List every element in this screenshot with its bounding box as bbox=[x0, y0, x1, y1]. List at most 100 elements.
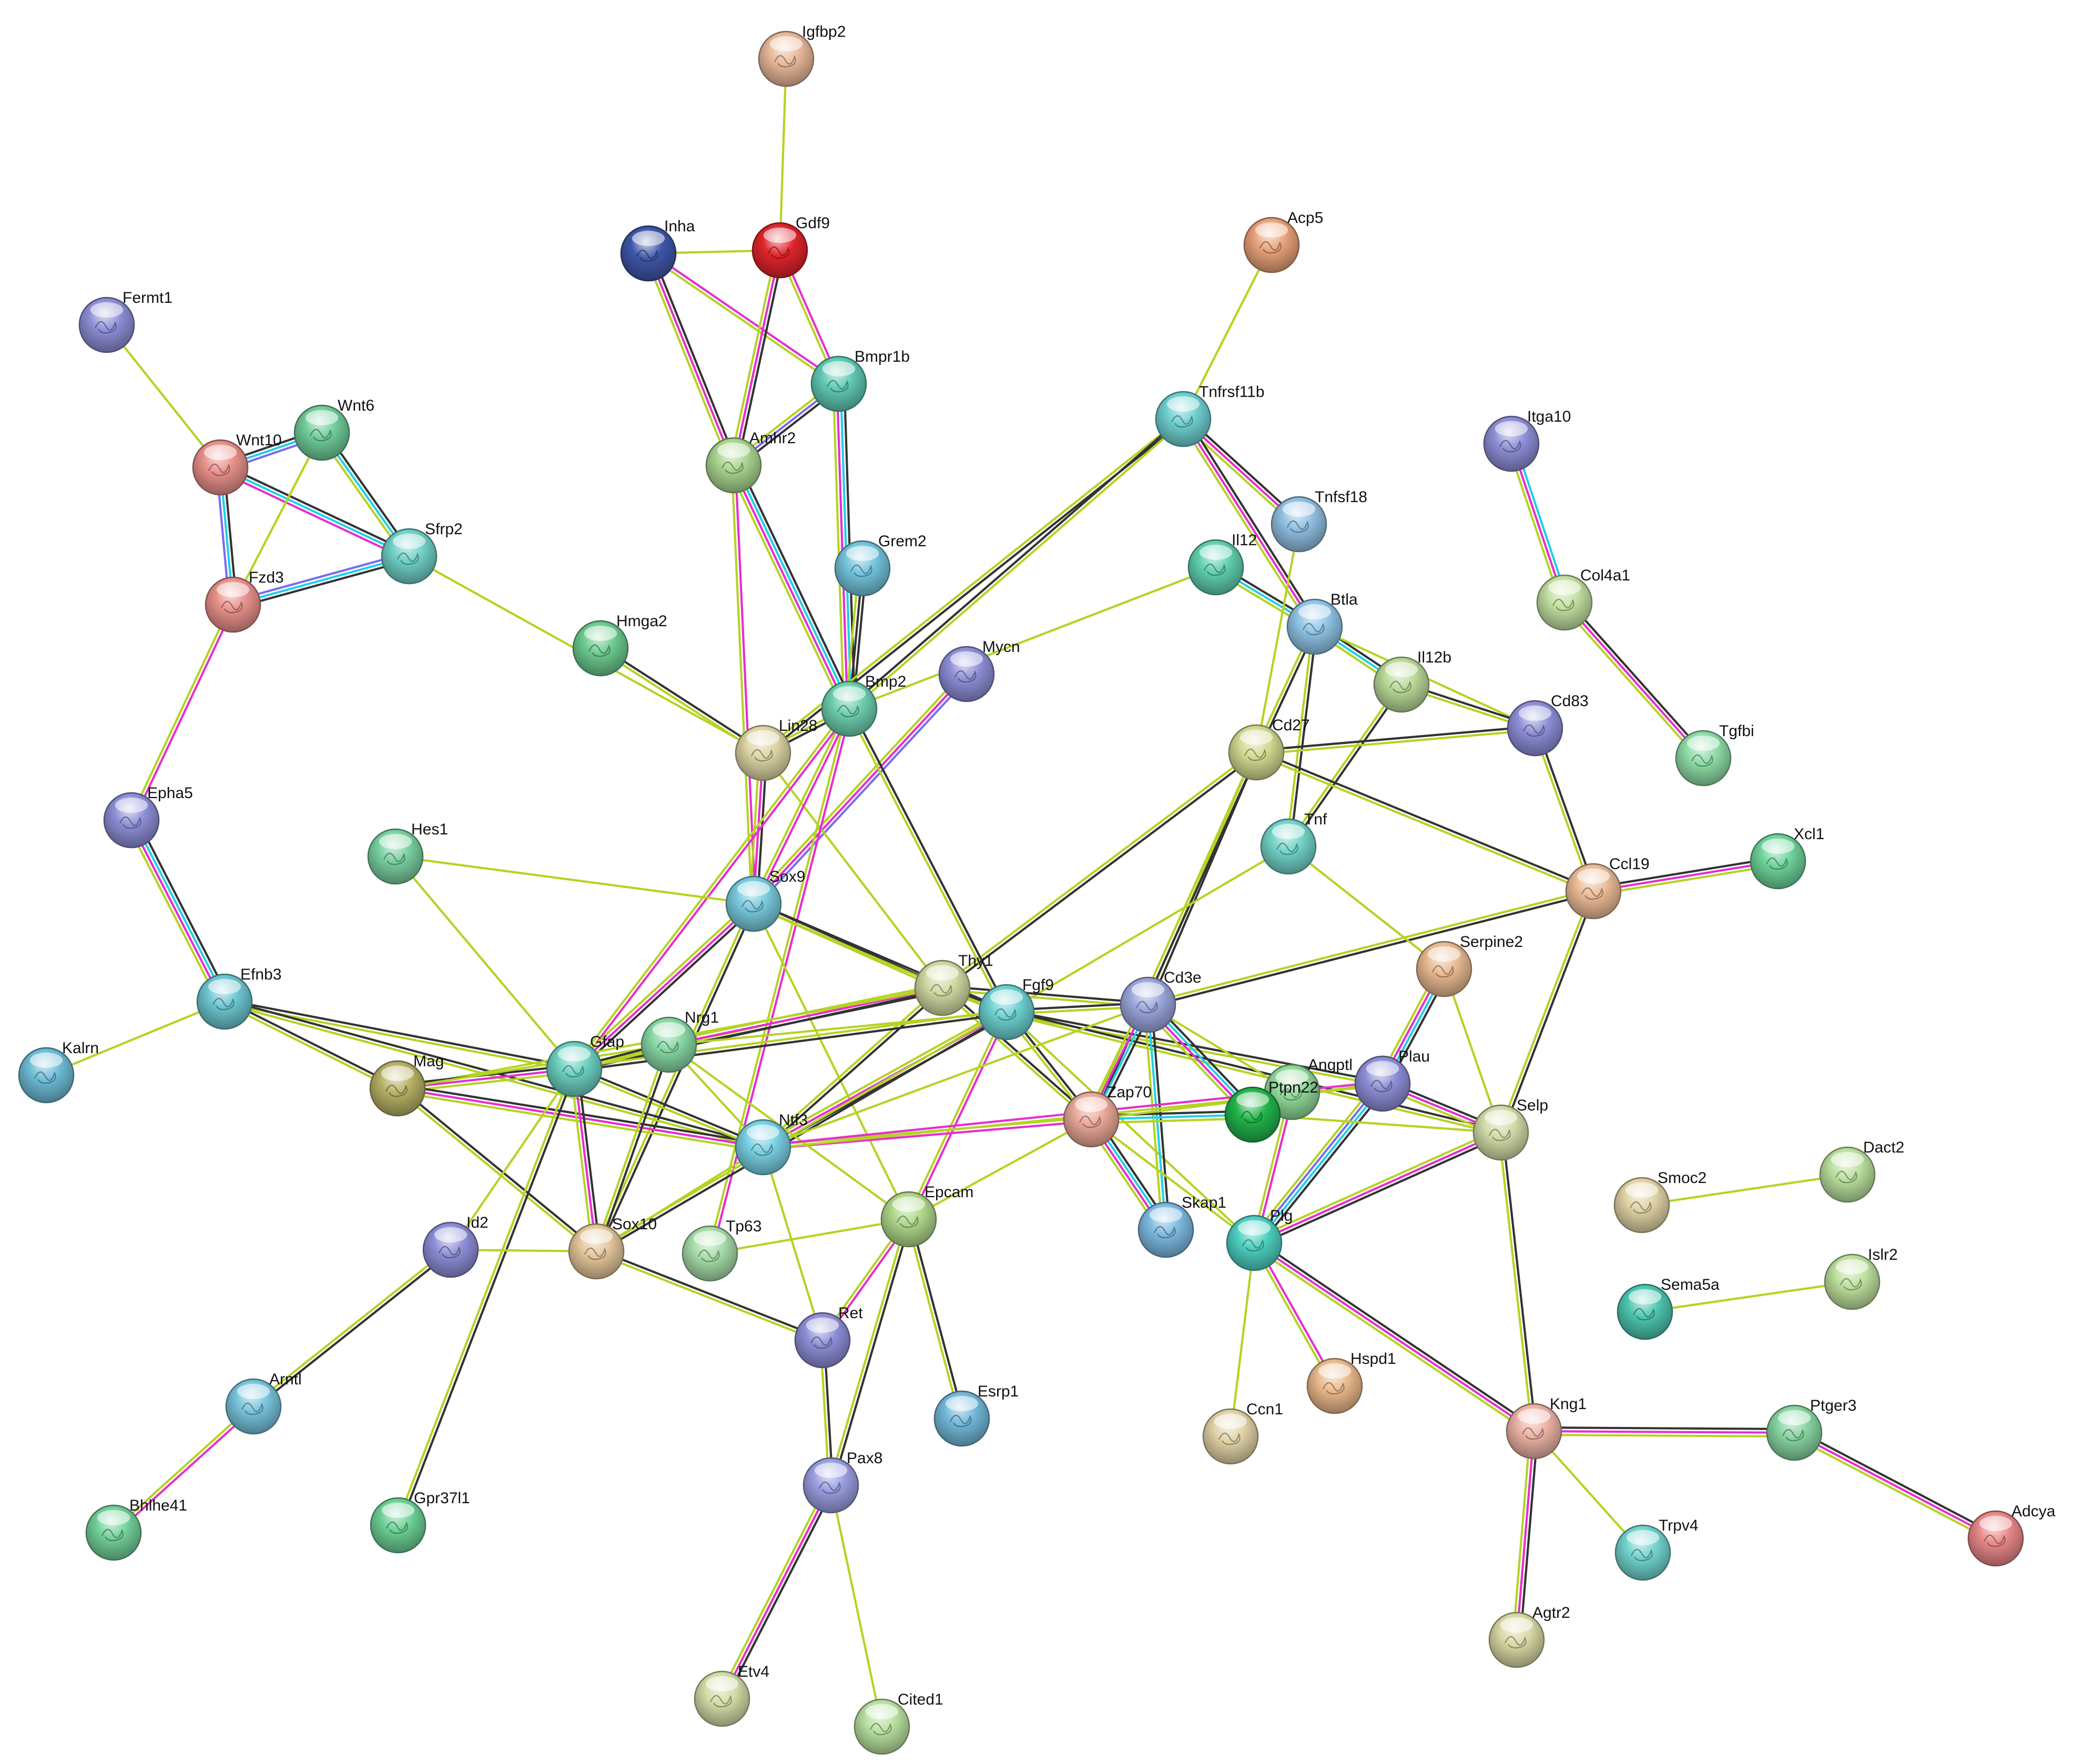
node-sfrp2[interactable] bbox=[381, 528, 438, 585]
node-tnfsf18[interactable] bbox=[1271, 496, 1327, 553]
node-inha[interactable] bbox=[620, 225, 677, 282]
node-plg[interactable] bbox=[1226, 1215, 1283, 1271]
structure-glyph bbox=[1302, 623, 1325, 636]
edge-strand bbox=[1501, 1132, 1537, 1431]
edge-strand bbox=[125, 822, 221, 1005]
edge-strand bbox=[668, 1044, 910, 1220]
node-fgf9[interactable] bbox=[978, 984, 1035, 1041]
node-fermt1[interactable] bbox=[78, 297, 135, 353]
node-efnb3[interactable] bbox=[196, 973, 253, 1030]
node-il12[interactable] bbox=[1187, 539, 1244, 596]
edge-il12-bmp2 bbox=[849, 566, 1216, 710]
node-igfbp2[interactable] bbox=[758, 30, 815, 87]
node-hspd1[interactable] bbox=[1306, 1358, 1363, 1414]
node-skap1[interactable] bbox=[1137, 1201, 1194, 1258]
edge-strand bbox=[595, 1146, 764, 1252]
node-esrp1[interactable] bbox=[933, 1390, 990, 1447]
structure-glyph bbox=[1244, 748, 1266, 761]
node-cd83[interactable] bbox=[1507, 700, 1563, 757]
node-zap70[interactable] bbox=[1063, 1091, 1120, 1148]
edge-strand bbox=[1255, 1239, 1537, 1429]
edge-strand bbox=[574, 1066, 765, 1147]
node-epha5[interactable] bbox=[103, 792, 160, 849]
node-label-fzd3: Fzd3 bbox=[249, 569, 284, 586]
node-bhlhe41[interactable] bbox=[85, 1504, 142, 1561]
node-ptger3[interactable] bbox=[1766, 1404, 1823, 1461]
node-ptpn22[interactable] bbox=[1224, 1086, 1281, 1143]
node-smoc2[interactable] bbox=[1613, 1177, 1670, 1233]
node-pax8[interactable] bbox=[802, 1457, 859, 1514]
node-gpr37l1[interactable] bbox=[370, 1497, 426, 1554]
node-label-nrg1: Nrg1 bbox=[685, 1009, 719, 1026]
node-agtr2[interactable] bbox=[1488, 1612, 1545, 1668]
node-hmga2[interactable] bbox=[572, 620, 629, 677]
node-ret[interactable] bbox=[794, 1312, 851, 1369]
edge-strand bbox=[721, 1485, 832, 1699]
edge-strand bbox=[1592, 856, 1778, 889]
node-kng1[interactable] bbox=[1506, 1403, 1562, 1460]
node-epcam[interactable] bbox=[880, 1191, 937, 1248]
node-dact2[interactable] bbox=[1819, 1146, 1876, 1203]
node-tgfbi[interactable] bbox=[1675, 730, 1732, 787]
node-fzd3[interactable] bbox=[205, 576, 261, 633]
structure-glyph bbox=[1276, 842, 1298, 855]
node-acp5[interactable] bbox=[1243, 217, 1300, 273]
edge-col4a1-tgfbi bbox=[1561, 599, 1707, 762]
node-wnt10[interactable] bbox=[192, 439, 249, 496]
node-ccl19[interactable] bbox=[1565, 863, 1622, 920]
node-highlight bbox=[1199, 544, 1233, 560]
node-plau[interactable] bbox=[1354, 1055, 1411, 1112]
node-label-angptl: Angptl bbox=[1308, 1056, 1353, 1074]
node-gfap[interactable] bbox=[546, 1041, 603, 1097]
node-cd3e[interactable] bbox=[1120, 976, 1176, 1033]
node-sox10[interactable] bbox=[568, 1223, 625, 1280]
node-wnt6[interactable] bbox=[293, 404, 350, 461]
node-hes1[interactable] bbox=[367, 828, 424, 885]
edge-strand bbox=[1255, 1084, 1385, 1245]
structure-glyph bbox=[810, 1336, 832, 1349]
node-cd27[interactable] bbox=[1228, 724, 1285, 781]
node-kalrn[interactable] bbox=[18, 1047, 75, 1104]
node-amhr2[interactable] bbox=[705, 437, 762, 494]
node-tnf[interactable] bbox=[1260, 818, 1317, 875]
node-islr2[interactable] bbox=[1824, 1253, 1881, 1310]
node-label-col4a1: Col4a1 bbox=[1580, 567, 1630, 584]
node-thy1[interactable] bbox=[914, 960, 971, 1016]
node-mycn[interactable] bbox=[938, 646, 995, 702]
node-highlight bbox=[1298, 604, 1332, 619]
node-il12b[interactable] bbox=[1373, 656, 1430, 713]
node-trpv4[interactable] bbox=[1614, 1524, 1671, 1581]
node-serpine2[interactable] bbox=[1416, 941, 1472, 997]
node-selp[interactable] bbox=[1472, 1104, 1529, 1161]
node-arntl[interactable] bbox=[225, 1378, 282, 1435]
node-btla[interactable] bbox=[1286, 598, 1343, 655]
node-grem2[interactable] bbox=[834, 540, 891, 597]
node-lin28[interactable] bbox=[735, 725, 791, 781]
node-gdf9[interactable] bbox=[751, 222, 808, 279]
node-adcya[interactable] bbox=[1967, 1510, 2024, 1567]
node-highlight bbox=[97, 1510, 130, 1525]
node-tnfrsf11b[interactable] bbox=[1155, 391, 1212, 447]
node-tp63[interactable] bbox=[682, 1225, 738, 1282]
node-mag[interactable] bbox=[369, 1060, 426, 1117]
node-itga10[interactable] bbox=[1483, 415, 1540, 472]
node-highlight bbox=[1495, 421, 1528, 436]
node-ntf3[interactable] bbox=[735, 1119, 791, 1176]
node-ccn1[interactable] bbox=[1202, 1408, 1259, 1465]
node-bmp2[interactable] bbox=[821, 680, 878, 737]
node-cited1[interactable] bbox=[853, 1698, 910, 1755]
edge-gfap-ntf3 bbox=[573, 1066, 765, 1150]
node-highlight bbox=[1427, 946, 1461, 962]
node-sema5a[interactable] bbox=[1617, 1283, 1673, 1340]
node-xcl1[interactable] bbox=[1750, 833, 1806, 890]
edge-strand bbox=[1289, 627, 1318, 847]
node-bmpr1b[interactable] bbox=[810, 355, 867, 412]
node-sox9[interactable] bbox=[725, 875, 782, 932]
edge-strand bbox=[1513, 442, 1569, 602]
node-etv4[interactable] bbox=[694, 1670, 750, 1727]
edge-strand bbox=[1147, 888, 1593, 1004]
node-id2[interactable] bbox=[422, 1221, 479, 1278]
edge-tnfsf18-cd27 bbox=[1255, 524, 1300, 753]
node-col4a1[interactable] bbox=[1536, 574, 1593, 631]
node-nrg1[interactable] bbox=[641, 1016, 697, 1073]
